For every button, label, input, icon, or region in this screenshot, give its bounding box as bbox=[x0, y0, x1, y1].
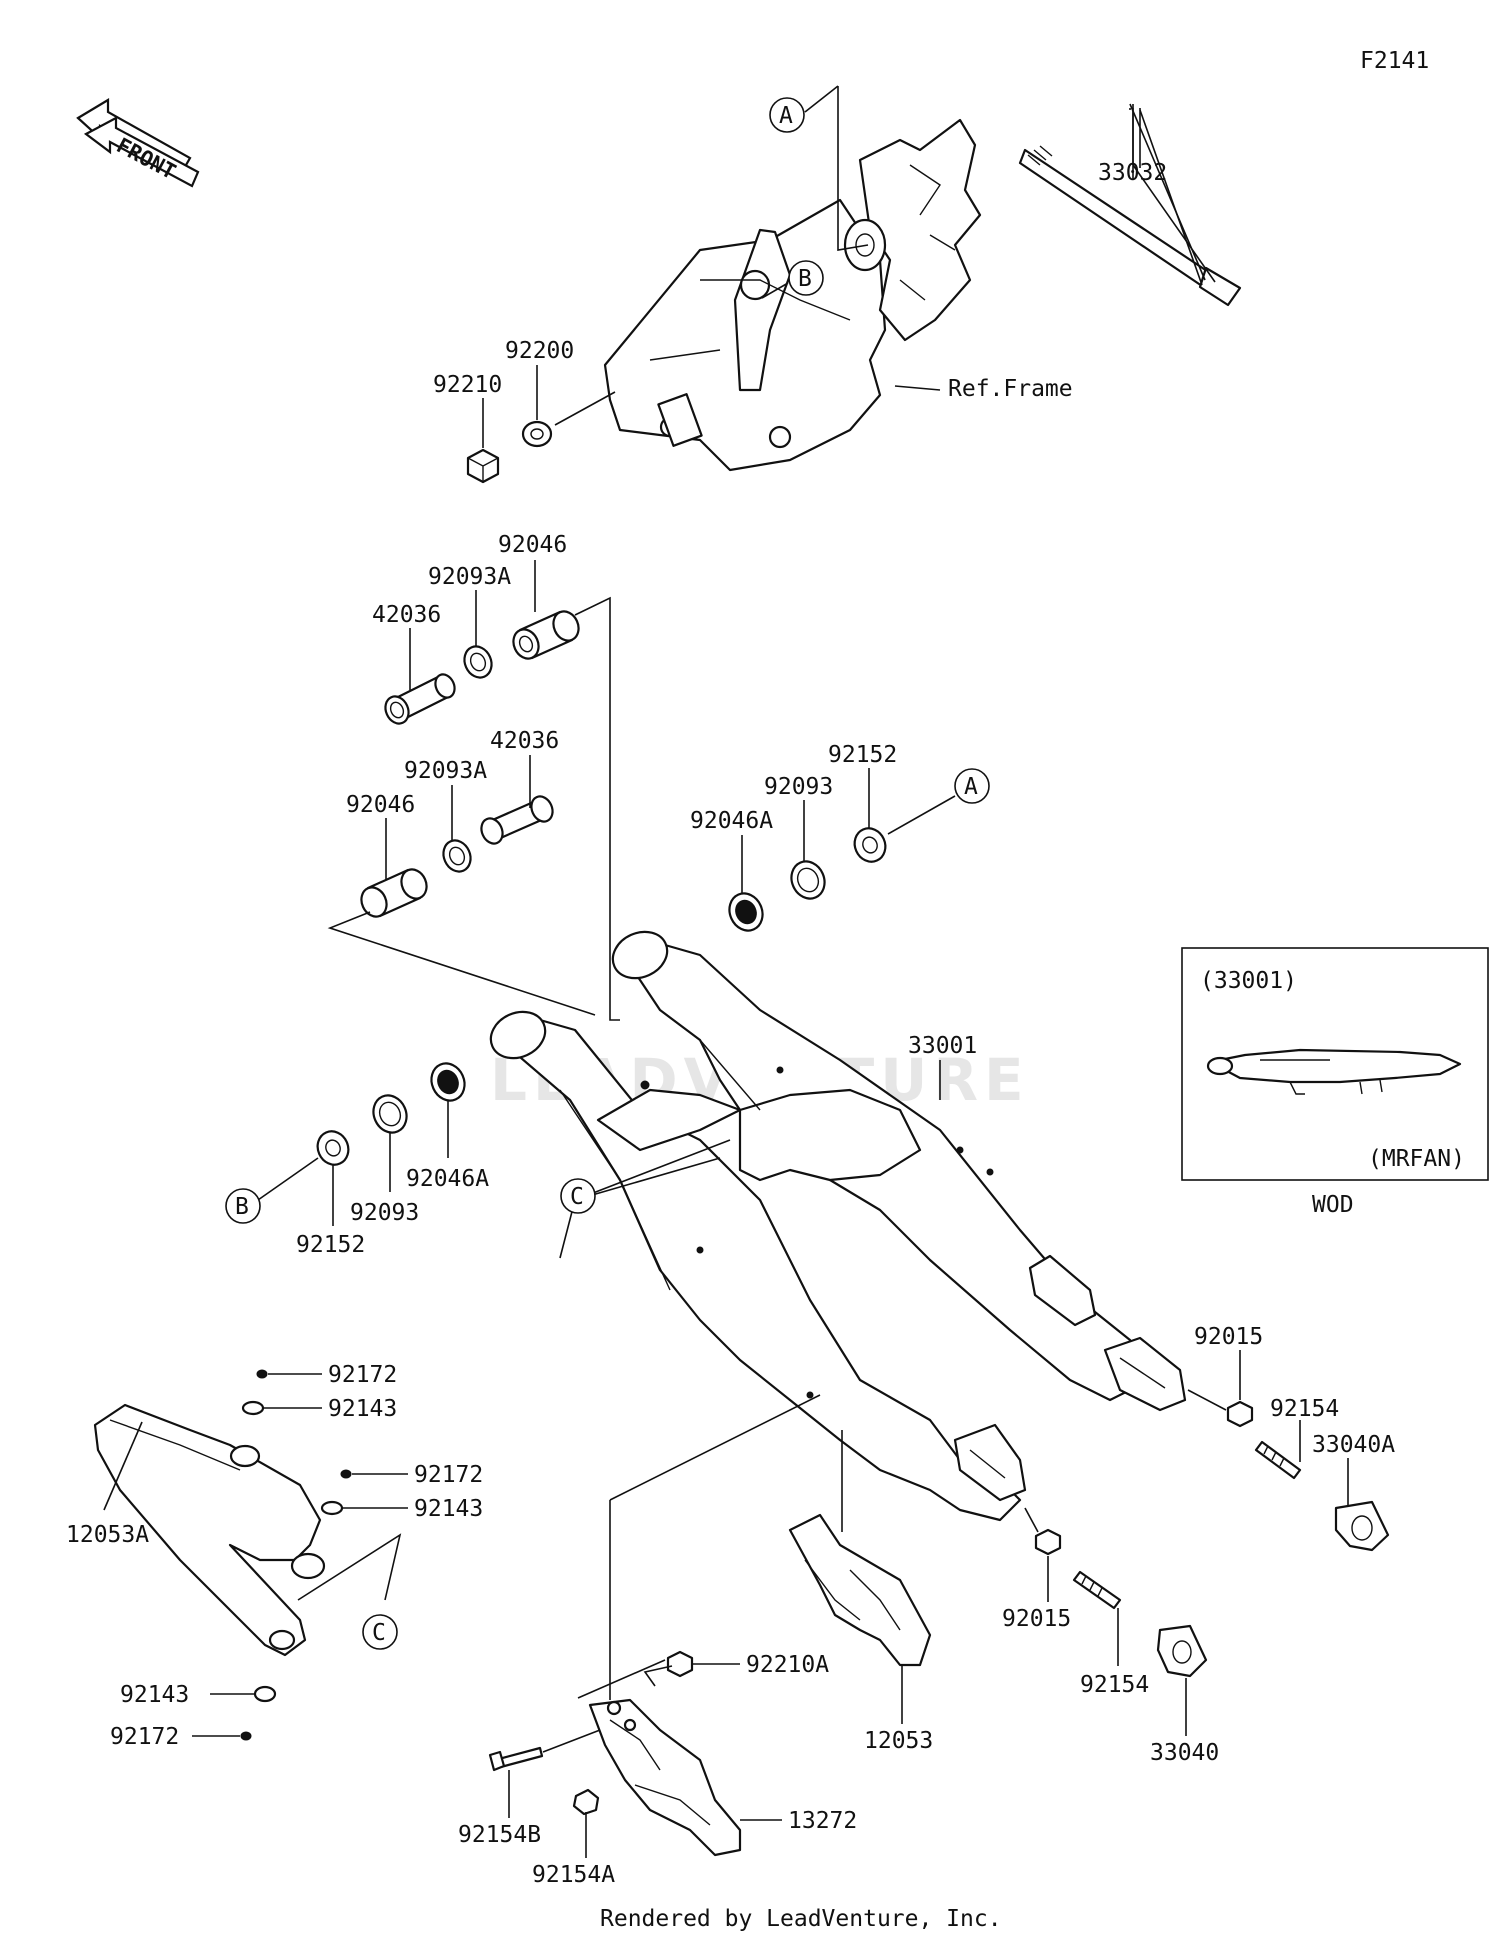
label-92093a-mid: 92093A bbox=[404, 758, 487, 784]
callout-a-top: A bbox=[769, 97, 805, 133]
bolt-92154b bbox=[488, 1746, 544, 1772]
nut-92210 bbox=[466, 448, 500, 484]
label-92210: 92210 bbox=[433, 372, 502, 398]
label-12053: 12053 bbox=[864, 1728, 933, 1754]
seal-92046a-left bbox=[430, 1062, 466, 1102]
adjuster-33040a bbox=[1334, 1500, 1390, 1552]
chain-slider-12053a bbox=[93, 1403, 326, 1657]
frame-ref bbox=[603, 118, 982, 472]
pivot-shaft-33032 bbox=[1018, 103, 1242, 307]
seal-92093a-mid bbox=[442, 839, 472, 873]
svg-text:A: A bbox=[779, 103, 793, 129]
label-92093-left: 92093 bbox=[350, 1200, 419, 1226]
washer-92152-left bbox=[316, 1130, 350, 1166]
front-arrow-icon: FRONT bbox=[76, 98, 200, 188]
svg-text:C: C bbox=[372, 1620, 386, 1646]
label-12053a: 12053A bbox=[66, 1522, 149, 1548]
label-33032: 33032 bbox=[1098, 160, 1167, 186]
label-92046a-left: 92046A bbox=[406, 1166, 489, 1192]
label-92154-right: 92154 bbox=[1270, 1396, 1339, 1422]
seal-92093-left bbox=[372, 1094, 408, 1134]
seal-92046a-right bbox=[728, 892, 764, 932]
label-92015-right: 92015 bbox=[1194, 1324, 1263, 1350]
label-92046a-right: 92046A bbox=[690, 808, 773, 834]
label-ref-frame: Ref.Frame bbox=[948, 376, 1073, 402]
callout-a-right: A bbox=[954, 768, 990, 804]
label-92152-left: 92152 bbox=[296, 1232, 365, 1258]
washer-92143-3 bbox=[253, 1685, 277, 1703]
label-92093-right: 92093 bbox=[764, 774, 833, 800]
washer-92152-right bbox=[853, 827, 887, 863]
footer-credit: Rendered by LeadVenture, Inc. bbox=[600, 1906, 1002, 1932]
adjuster-33040 bbox=[1156, 1624, 1208, 1678]
label-92172-2: 92172 bbox=[414, 1462, 483, 1488]
label-92172-1: 92172 bbox=[328, 1362, 397, 1388]
bearing-92046-mid bbox=[360, 868, 428, 918]
chain-guard-13272 bbox=[588, 1698, 742, 1857]
label-33040: 33040 bbox=[1150, 1740, 1219, 1766]
label-92093a-top: 92093A bbox=[428, 564, 511, 590]
screw-92172-3 bbox=[240, 1731, 252, 1741]
inset-box bbox=[1181, 947, 1489, 1181]
label-92210a: 92210A bbox=[746, 1652, 829, 1678]
label-92154a: 92154A bbox=[532, 1862, 615, 1888]
callout-b-top: B bbox=[788, 260, 824, 296]
collar-42036-mid bbox=[480, 795, 554, 845]
label-92200: 92200 bbox=[505, 338, 574, 364]
inset-part-ref: (33001) bbox=[1200, 968, 1297, 994]
seal-92093a-top bbox=[463, 645, 493, 679]
chain-guide-12053 bbox=[788, 1513, 932, 1667]
bolt-92154-bottom bbox=[1072, 1570, 1122, 1610]
label-92143-1: 92143 bbox=[328, 1396, 397, 1422]
label-92152-right: 92152 bbox=[828, 742, 897, 768]
svg-text:B: B bbox=[235, 1194, 249, 1220]
screw-92172-1 bbox=[256, 1369, 268, 1379]
washer-92200 bbox=[521, 420, 553, 448]
screw-92172-2 bbox=[340, 1469, 352, 1479]
svg-text:B: B bbox=[798, 266, 812, 292]
collar-42036-top bbox=[384, 673, 456, 725]
bolt-92154-right bbox=[1254, 1440, 1302, 1480]
label-92154b: 92154B bbox=[458, 1822, 541, 1848]
label-33040a: 33040A bbox=[1312, 1432, 1395, 1458]
nut-92015-bottom bbox=[1034, 1528, 1062, 1556]
washer-92143-1 bbox=[241, 1400, 265, 1416]
label-42036-mid: 42036 bbox=[490, 728, 559, 754]
label-92046-mid: 92046 bbox=[346, 792, 415, 818]
washer-92143-2 bbox=[320, 1500, 344, 1516]
nut-92210a bbox=[666, 1650, 694, 1678]
callout-b-left: B bbox=[225, 1188, 261, 1224]
label-92154-bottom: 92154 bbox=[1080, 1672, 1149, 1698]
leader-lines bbox=[103, 104, 1349, 1858]
nut-92015-right bbox=[1226, 1400, 1254, 1428]
label-92046-top: 92046 bbox=[498, 532, 567, 558]
seal-92093-right bbox=[790, 860, 826, 900]
swingarm-33001 bbox=[489, 930, 1187, 1522]
inset-caption: WOD bbox=[1312, 1192, 1354, 1218]
bolt-92154a bbox=[572, 1788, 600, 1816]
label-33001: 33001 bbox=[908, 1033, 977, 1059]
svg-text:A: A bbox=[964, 774, 978, 800]
callout-c-swingarm: C bbox=[560, 1178, 596, 1214]
svg-text:C: C bbox=[570, 1184, 584, 1210]
figure-id: F2141 bbox=[1360, 48, 1429, 74]
label-92015-bottom: 92015 bbox=[1002, 1606, 1071, 1632]
bearing-92046-top bbox=[512, 610, 580, 660]
callout-c-slider: C bbox=[362, 1614, 398, 1650]
label-42036-top: 42036 bbox=[372, 602, 441, 628]
label-13272: 13272 bbox=[788, 1808, 857, 1834]
inset-variant: (MRFAN) bbox=[1368, 1146, 1465, 1172]
label-92143-3: 92143 bbox=[120, 1682, 189, 1708]
part-labels: 33032 Ref.Frame 92200 92210 92046 92093A… bbox=[66, 160, 1395, 1888]
label-92172-3: 92172 bbox=[110, 1724, 179, 1750]
label-92143-2: 92143 bbox=[414, 1496, 483, 1522]
